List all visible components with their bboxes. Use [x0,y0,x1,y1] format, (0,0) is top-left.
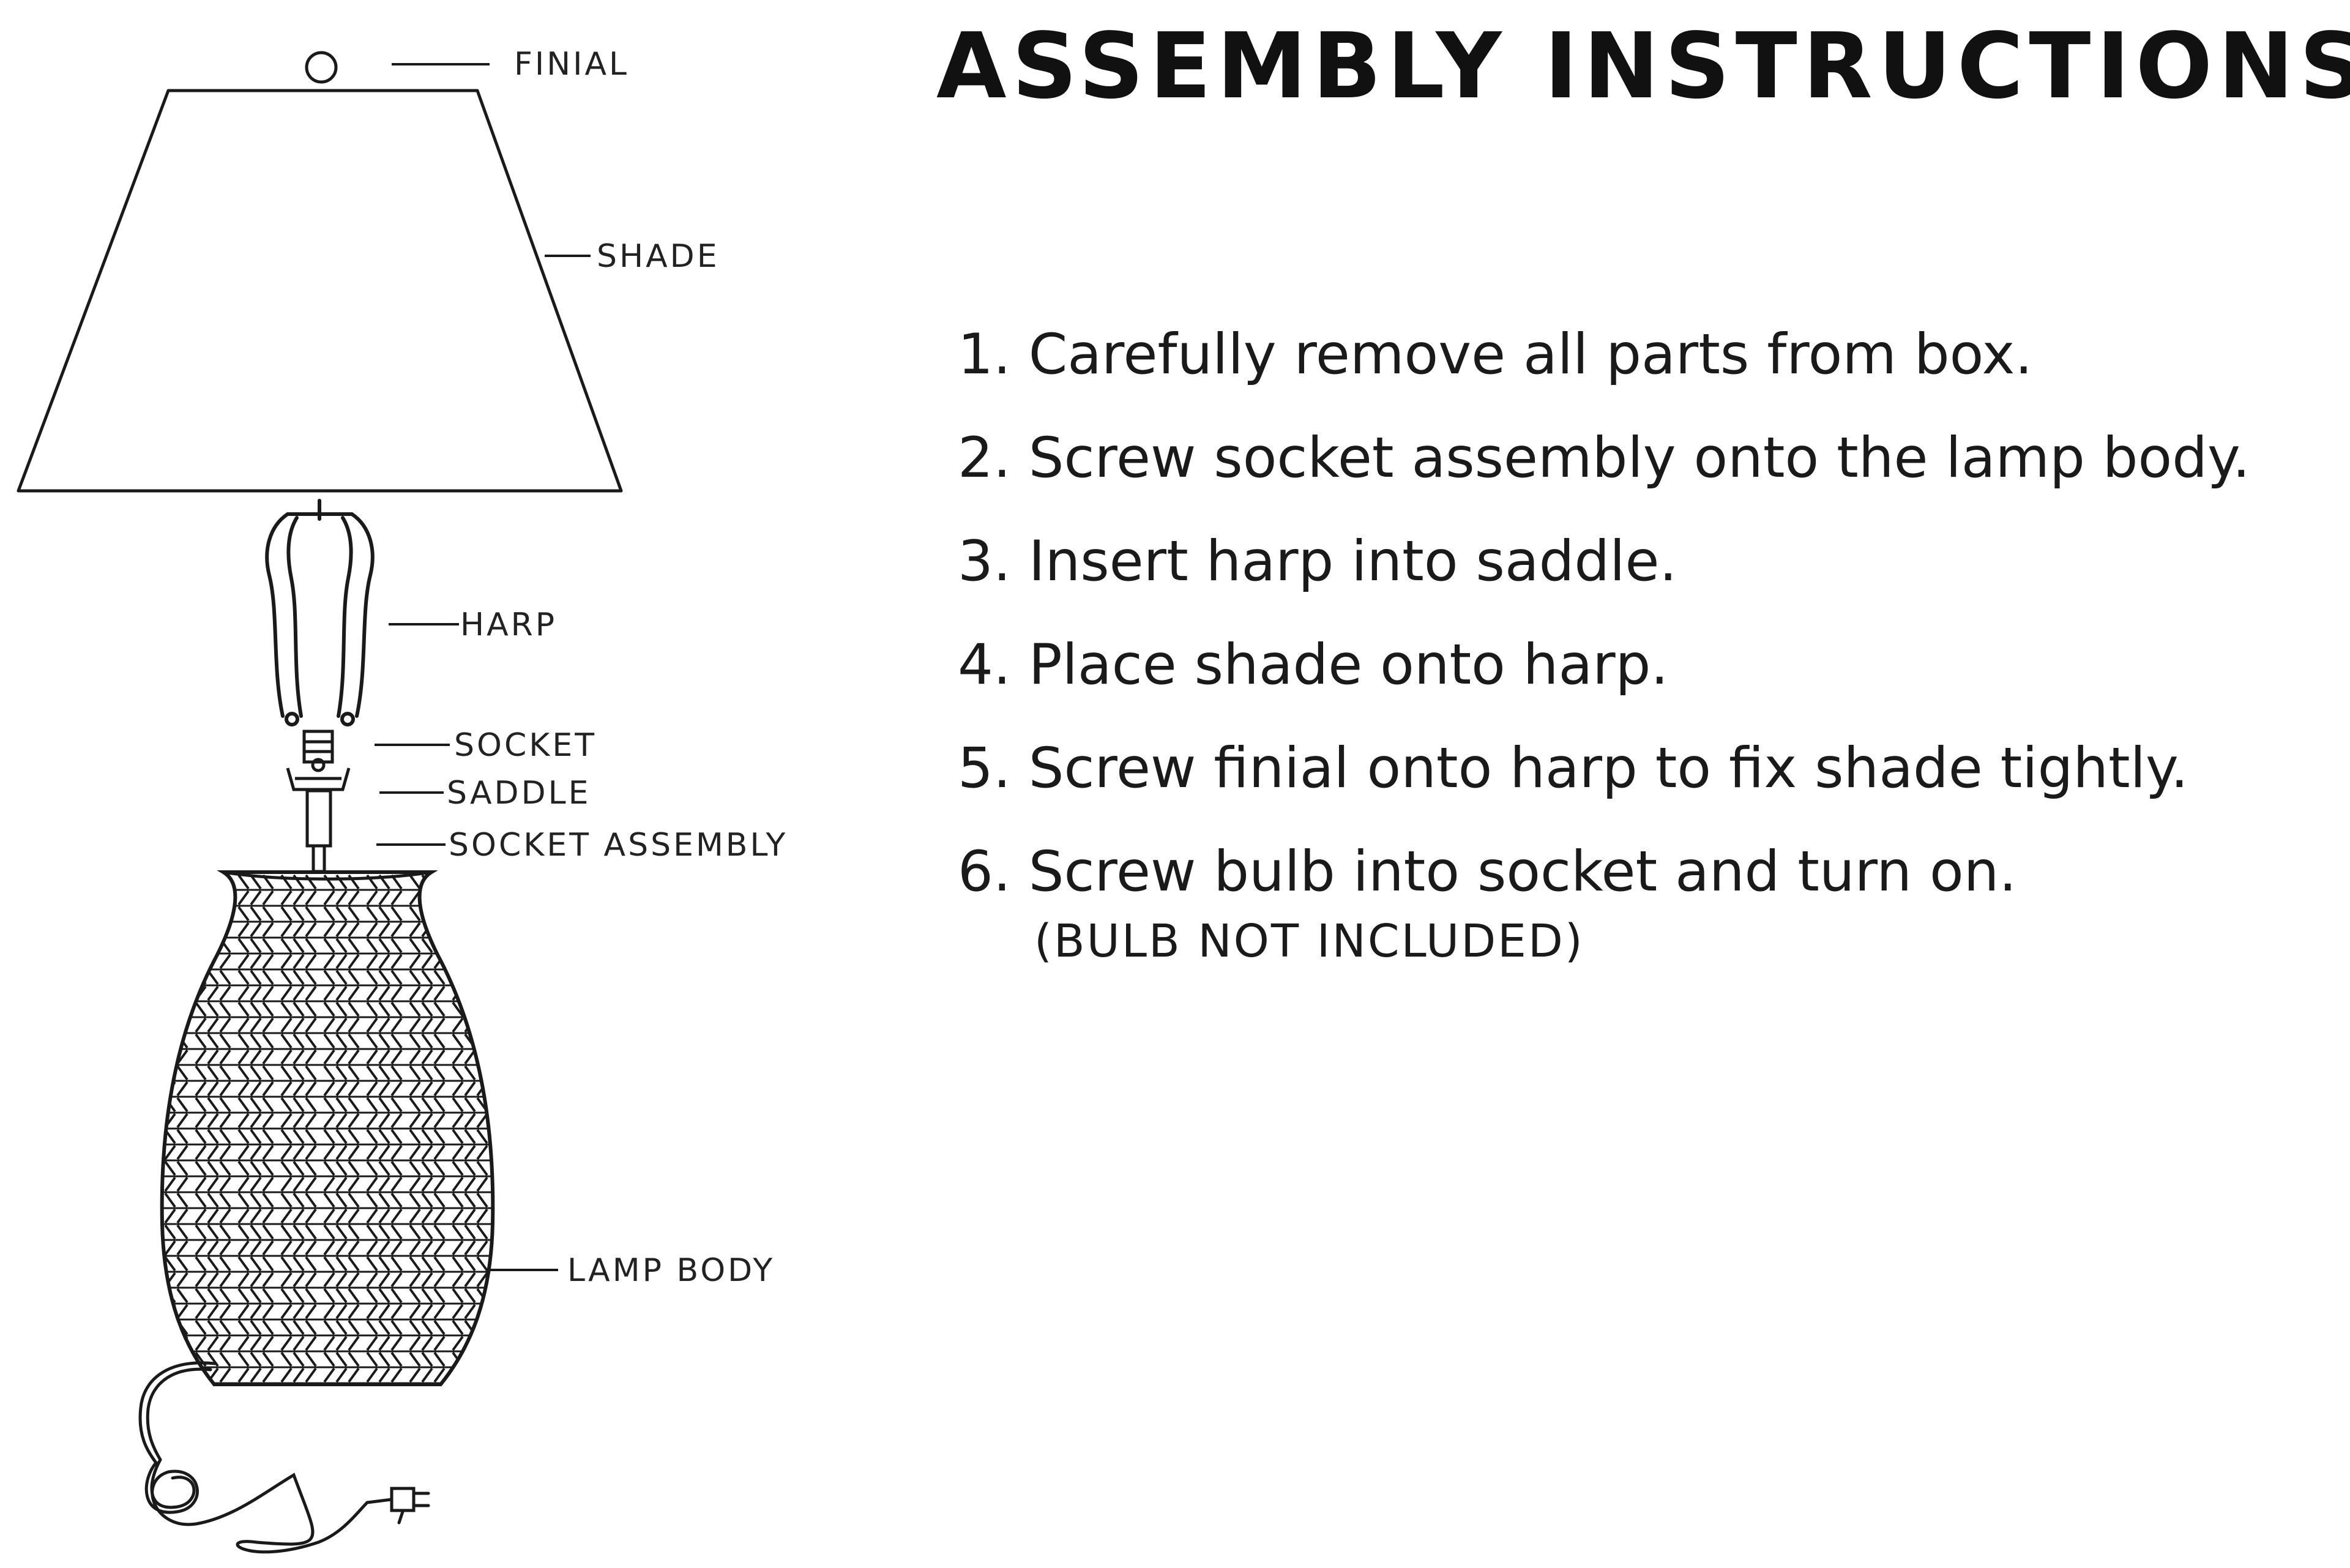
shade-icon [18,91,621,491]
instruction-step: 5. Screw finial onto harp to fix shade t… [958,717,2341,820]
socket-icon [304,731,332,771]
socket-assembly-label: SOCKET ASSEMBLY [449,827,788,864]
harp-label: HARP [460,607,557,643]
shade-label: SHADE [597,238,720,275]
finial-icon [307,53,336,82]
instruction-step: 1. Carefully remove all parts from box. [958,303,2341,406]
bulb-note: (BULB NOT INCLUDED) [1034,915,1584,968]
instruction-step: 3. Insert harp into saddle. [958,510,2341,613]
instruction-step: 2. Screw socket assembly onto the lamp b… [958,406,2341,510]
lamp-diagram: FINIAL SHADE HARP SOCKET SADDLE SOCKET A… [0,0,857,1568]
saddle-label: SADDLE [447,775,591,812]
socket-assembly-icon [307,791,330,872]
power-cord-icon [140,1363,428,1552]
instruction-step: 6. Screw bulb into socket and turn on. [958,820,2341,924]
lamp-body-label: LAMP BODY [567,1252,775,1289]
finial-label: FINIAL [514,46,629,83]
socket-label: SOCKET [454,727,597,764]
instruction-list: 1. Carefully remove all parts from box. … [958,303,2341,924]
page-title: ASSEMBLY INSTRUCTIONS [936,12,2338,121]
instruction-step: 4. Place shade onto harp. [958,613,2341,717]
harp-icon [267,501,373,725]
lamp-body-icon [153,872,530,1384]
